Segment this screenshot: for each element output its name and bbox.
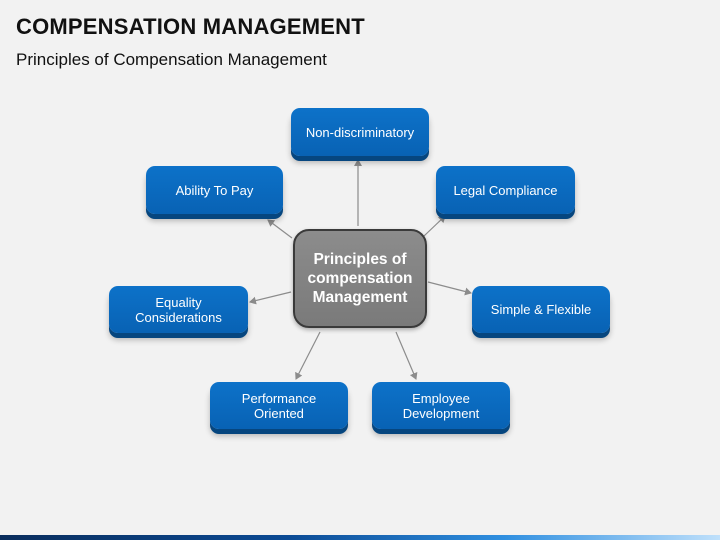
footer-gradient-bar (0, 535, 720, 540)
node-simple-flexible: Simple & Flexible (472, 286, 610, 333)
center-principles-node: Principles of compensation Management (293, 229, 427, 328)
node-employee-development-label: Employee Development (402, 390, 480, 421)
node-performance-oriented: Performance Oriented (210, 382, 348, 429)
arrow-to-employee-development (395, 331, 418, 380)
arrow-to-simple-flexible (427, 281, 472, 296)
node-simple-flexible-label: Simple & Flexible (490, 302, 592, 317)
node-performance-oriented-label: Performance Oriented (241, 390, 317, 421)
arrow-to-ability-to-pay (267, 219, 293, 239)
node-legal-compliance: Legal Compliance (436, 166, 575, 214)
arrow-to-performance (295, 331, 321, 380)
node-non-discriminatory: Non-discriminatory (291, 108, 429, 156)
arrow-to-equality (249, 291, 292, 305)
node-equality-considerations-label: Equality Considerations (135, 294, 222, 325)
slide-title: COMPENSATION MANAGEMENT (16, 14, 365, 39)
node-ability-to-pay-label: Ability To Pay (175, 182, 254, 198)
center-principles-label: Principles of compensation Management (307, 251, 413, 306)
node-employee-development: Employee Development (372, 382, 510, 429)
node-equality-considerations: Equality Considerations (109, 286, 248, 333)
slide-subtitle: Principles of Compensation Management (16, 50, 327, 69)
arrow-to-legal-compliance (423, 215, 446, 237)
node-ability-to-pay: Ability To Pay (146, 166, 283, 214)
node-legal-compliance-label: Legal Compliance (453, 182, 558, 198)
node-non-discriminatory-label: Non-discriminatory (305, 124, 415, 140)
